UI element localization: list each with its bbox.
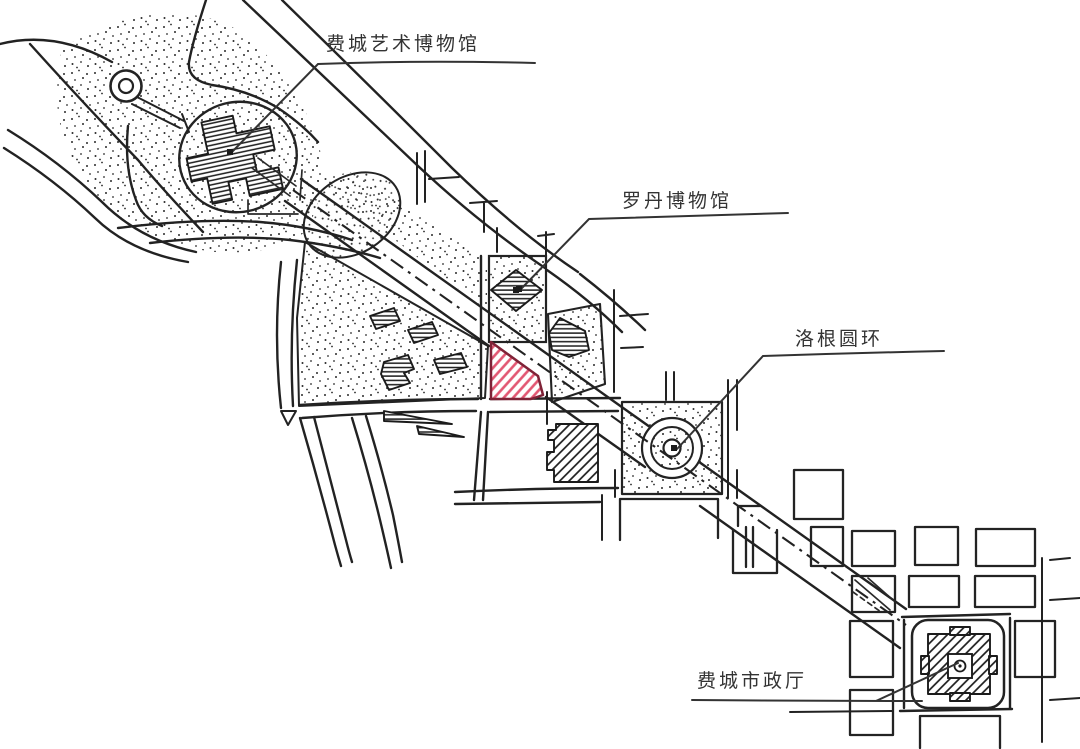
parkway-edge-ne <box>299 177 908 611</box>
callout-rodin-museum: 罗丹博物馆 <box>516 190 789 292</box>
roads <box>0 0 738 570</box>
label-logan-circle: 洛根圆环 <box>795 328 883 350</box>
label-city-hall: 费城市政厅 <box>697 670 807 692</box>
callout-art-museum: 费城艺术博物馆 <box>227 33 536 155</box>
art-museum-plaza <box>178 100 298 214</box>
art-museum-building <box>185 114 284 205</box>
callout-logan-circle: 洛根圆环 <box>671 328 945 451</box>
highlighted-parcel <box>489 340 545 401</box>
callouts: 费城艺术博物馆 罗丹博物馆 洛根圆环 费城市政厅 <box>227 33 959 702</box>
city-hall-building <box>920 626 998 702</box>
label-art-museum: 费城艺术博物馆 <box>326 33 480 55</box>
label-rodin-museum: 罗丹博物馆 <box>622 190 732 212</box>
parkway-centerline <box>292 189 907 626</box>
street-grid <box>618 468 1080 749</box>
parkway-north-strip <box>316 172 487 310</box>
callout-city-hall: 费城市政厅 <box>691 662 959 702</box>
logan-circle-roundabout <box>640 416 704 480</box>
library-building <box>546 423 599 483</box>
hatched-grid-block <box>850 574 897 614</box>
